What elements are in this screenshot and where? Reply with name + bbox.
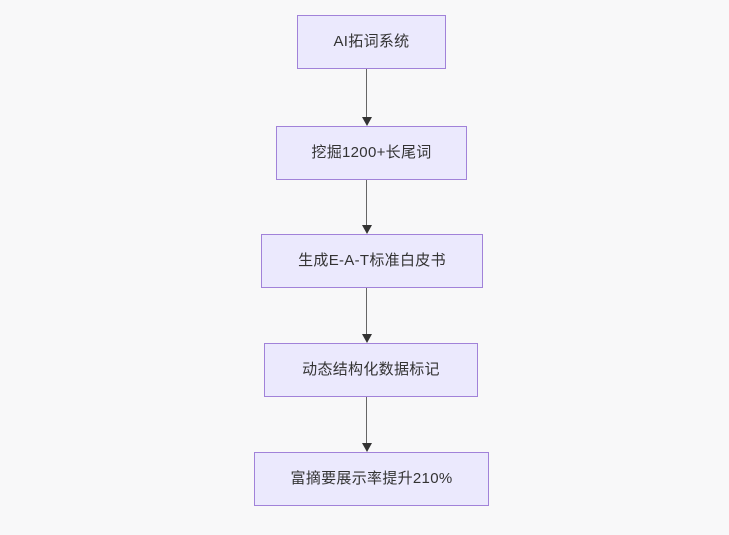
flowchart-node-label: AI拓词系统 (333, 33, 410, 50)
flowchart-node-label: 动态结构化数据标记 (302, 361, 440, 378)
arrowhead-icon (361, 334, 372, 343)
flowchart-node-n1[interactable]: AI拓词系统 (297, 15, 446, 69)
edge-n3-n4 (361, 288, 372, 343)
flowchart-node-label: 挖掘1200+长尾词 (311, 144, 432, 161)
edge-n2-n3 (361, 180, 372, 234)
flowchart-node-n4[interactable]: 动态结构化数据标记 (264, 343, 478, 397)
edge-n4-n5 (361, 397, 372, 452)
flowchart-node-label: 富摘要展示率提升210% (290, 470, 453, 487)
flowchart-node-n3[interactable]: 生成E-A-T标准白皮书 (261, 234, 483, 288)
flowchart-node-label: 生成E-A-T标准白皮书 (298, 252, 446, 269)
arrowhead-icon (361, 443, 372, 452)
flowchart-node-n5[interactable]: 富摘要展示率提升210% (254, 452, 489, 506)
edge-line (365, 180, 368, 225)
arrowhead-icon (361, 117, 372, 126)
flowchart-node-n2[interactable]: 挖掘1200+长尾词 (276, 126, 467, 180)
edge-n1-n2 (361, 69, 372, 126)
arrowhead-icon (361, 225, 372, 234)
edge-line (365, 69, 368, 117)
edge-line (365, 288, 368, 334)
edge-line (365, 397, 368, 443)
